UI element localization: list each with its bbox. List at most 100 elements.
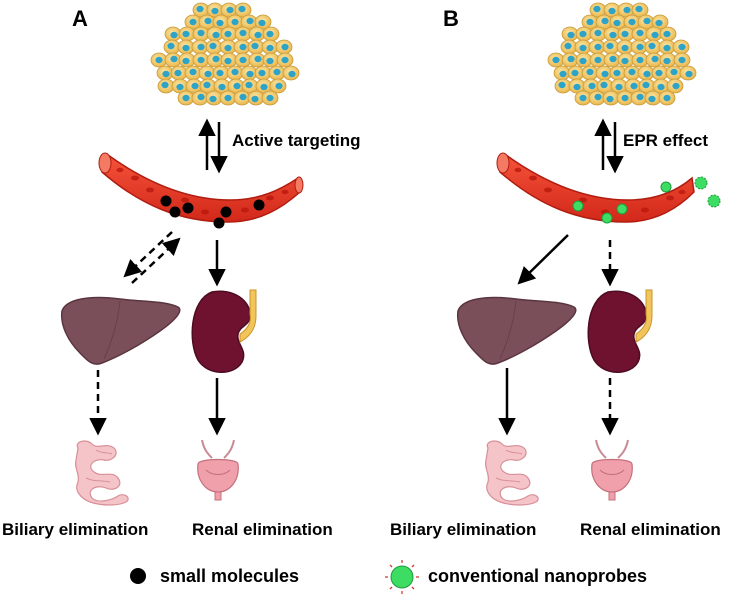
tumor-cell-nucleus bbox=[258, 19, 266, 27]
tumor-cell-nucleus bbox=[231, 18, 239, 26]
blood-vessel-icon bbox=[496, 152, 695, 223]
tumor-cell-nucleus bbox=[552, 56, 560, 64]
nanoprobe-legend-icon bbox=[385, 560, 419, 594]
tumor-cell-nucleus bbox=[621, 57, 629, 65]
panel-a-letter: A bbox=[72, 6, 88, 31]
tumor-cell-nucleus bbox=[609, 55, 617, 63]
tumor-cell-nucleus bbox=[254, 31, 262, 39]
tumor-cell-nucleus bbox=[197, 43, 205, 51]
tumor-cell-nucleus bbox=[266, 57, 274, 65]
intestine-icon bbox=[484, 440, 539, 506]
tumor-cell-nucleus bbox=[211, 7, 219, 15]
small-molecule-dot bbox=[182, 202, 194, 214]
tumor-cell-nucleus bbox=[685, 70, 693, 78]
tumor-cell-nucleus bbox=[239, 93, 247, 101]
tumor-cell-nucleus bbox=[628, 68, 636, 76]
tumor-cell-nucleus bbox=[266, 44, 274, 52]
tumor-cell-nucleus bbox=[212, 55, 220, 63]
legend-small-molecules-label: small molecules bbox=[160, 566, 300, 586]
tumor-cell-nucleus bbox=[623, 6, 631, 14]
biliary-elimination-label-b: Biliary elimination bbox=[390, 520, 537, 539]
liver-icon bbox=[456, 296, 577, 365]
tumor-cell-nucleus bbox=[197, 29, 205, 37]
tumor-cell-nucleus bbox=[224, 57, 232, 65]
tumor-cells-icon bbox=[150, 2, 300, 106]
tumor-cell-nucleus bbox=[251, 95, 259, 103]
tumor-cell-nucleus bbox=[266, 94, 274, 102]
tumor-cell-nucleus bbox=[209, 42, 217, 50]
tumor-cell-nucleus bbox=[216, 19, 224, 27]
active-targeting-label: Active targeting bbox=[232, 131, 361, 150]
tumor-cell-nucleus bbox=[571, 69, 579, 77]
tumor-cell-nucleus bbox=[216, 69, 224, 77]
tumor-cell-nucleus bbox=[608, 7, 616, 15]
tumor-cell-nucleus bbox=[182, 94, 190, 102]
small-molecule-dot bbox=[169, 206, 181, 218]
tumor-cell-nucleus bbox=[594, 56, 602, 64]
renal-elimination-label-a: Renal elimination bbox=[192, 520, 333, 539]
tumor-cell-nucleus bbox=[588, 82, 596, 90]
tumor-cell-nucleus bbox=[245, 81, 253, 89]
tumor-cell-nucleus bbox=[226, 6, 234, 14]
tumor-cell-nucleus bbox=[636, 56, 644, 64]
tumor-cell-nucleus bbox=[197, 56, 205, 64]
panel-a bbox=[60, 2, 304, 506]
tumor-cell-nucleus bbox=[564, 42, 572, 50]
biliary-elimination-label-a: Biliary elimination bbox=[2, 520, 149, 539]
tumor-cell-nucleus bbox=[579, 94, 587, 102]
tumor-cell-nucleus bbox=[288, 70, 296, 78]
tumor-cell-nucleus bbox=[663, 30, 671, 38]
tumor-cell-nucleus bbox=[670, 68, 678, 76]
nanoprobe-dot bbox=[660, 181, 672, 193]
tumor-cell-nucleus bbox=[609, 31, 617, 39]
tumor-cell-nucleus bbox=[258, 69, 266, 77]
panel-b bbox=[456, 2, 721, 506]
blood-vessel-icon bbox=[98, 152, 304, 223]
tumor-cell-nucleus bbox=[606, 42, 614, 50]
tumor-cell-nucleus bbox=[593, 5, 601, 13]
targeting-arrows bbox=[198, 118, 228, 174]
tumor-cell-nucleus bbox=[238, 5, 246, 13]
tumor-cell-nucleus bbox=[231, 68, 239, 76]
tumor-cell-nucleus bbox=[196, 5, 204, 13]
tumor-cell-nucleus bbox=[643, 70, 651, 78]
tumor-cell-nucleus bbox=[601, 70, 609, 78]
tumor-cell-nucleus bbox=[657, 83, 665, 91]
bladder-icon bbox=[591, 439, 633, 501]
nanoprobes-in-vessel bbox=[572, 181, 672, 224]
tumor-cell-nucleus bbox=[275, 82, 283, 90]
leaked-nanoprobes-icon bbox=[694, 176, 721, 208]
tumor-cell-nucleus bbox=[224, 94, 232, 102]
tumor-cell-nucleus bbox=[594, 93, 602, 101]
tumor-cell-nucleus bbox=[594, 43, 602, 51]
tumor-cell-nucleus bbox=[648, 42, 656, 50]
epr-effect-label: EPR effect bbox=[623, 131, 709, 150]
tumor-cell-nucleus bbox=[189, 18, 197, 26]
tumor-cell-nucleus bbox=[600, 81, 608, 89]
tumor-cell-nucleus bbox=[573, 83, 581, 91]
tumor-cell-nucleus bbox=[182, 57, 190, 65]
tumor-cell-nucleus bbox=[281, 43, 289, 51]
tumor-cell-nucleus bbox=[204, 70, 212, 78]
tumor-cell-nucleus bbox=[579, 57, 587, 65]
small-molecule-dot bbox=[213, 217, 225, 229]
tumor-cell-nucleus bbox=[239, 56, 247, 64]
tumor-cell-nucleus bbox=[655, 69, 663, 77]
tumor-cell-nucleus bbox=[281, 56, 289, 64]
tumor-cell-nucleus bbox=[636, 29, 644, 37]
tumor-cells-icon bbox=[547, 2, 697, 106]
tumor-cell-nucleus bbox=[621, 44, 629, 52]
tumor-cell-nucleus bbox=[176, 83, 184, 91]
tumor-cell-nucleus bbox=[636, 93, 644, 101]
tumor-cell-nucleus bbox=[628, 18, 636, 26]
tumor-cell-nucleus bbox=[174, 69, 182, 77]
small-molecule-legend-icon bbox=[130, 568, 146, 584]
tumor-cell-nucleus bbox=[212, 31, 220, 39]
tumor-cell-nucleus bbox=[246, 17, 254, 25]
tumor-cell-nucleus bbox=[182, 44, 190, 52]
small-molecule-dot bbox=[160, 195, 172, 207]
tumor-cell-nucleus bbox=[586, 68, 594, 76]
tumor-cell-nucleus bbox=[621, 94, 629, 102]
tumor-cell-nucleus bbox=[559, 70, 567, 78]
